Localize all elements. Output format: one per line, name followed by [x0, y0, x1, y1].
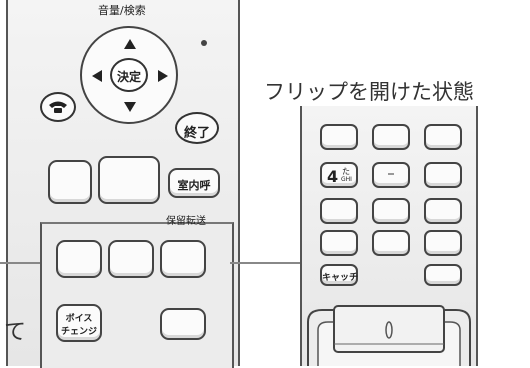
key-4-sub-top: た	[342, 167, 350, 176]
indicator-dot-icon	[201, 40, 207, 46]
catch-button[interactable]: キャッチ	[320, 264, 358, 286]
flip-hinge	[307, 305, 471, 366]
voice-change-label-line1: ボイス	[65, 314, 93, 324]
hold-transfer-label: 保留転送	[166, 216, 206, 227]
keypad-key-8[interactable]	[372, 198, 410, 224]
flip-open-caption: フリップを開けた状態	[264, 80, 474, 104]
keypad-key-6[interactable]	[424, 162, 462, 188]
voice-change-label-line2: チェンジ	[60, 327, 97, 337]
end-label: 終了	[183, 126, 210, 141]
cut-text-fragment: て	[4, 320, 27, 345]
connector-line-right	[230, 262, 300, 264]
keypad-key-7[interactable]	[320, 198, 358, 224]
lower-key-3[interactable]	[160, 240, 206, 278]
arrow-down-icon[interactable]	[124, 102, 136, 112]
keypad-key-star[interactable]	[320, 230, 358, 256]
arrow-left-icon[interactable]	[92, 70, 102, 82]
keypad-key-extra[interactable]	[424, 264, 462, 286]
voice-change-button[interactable]: ボイス チェンジ	[56, 304, 102, 342]
key-4-main: 4	[327, 167, 339, 186]
connector-line-left	[0, 262, 40, 264]
decide-button[interactable]: 決定	[110, 58, 148, 92]
keypad-key-4[interactable]: 4 た GHI	[320, 162, 358, 188]
intercom-button[interactable]: 室内呼	[168, 168, 220, 198]
left-soft-key[interactable]	[48, 160, 92, 204]
intercom-label: 室内呼	[177, 179, 211, 192]
lower-key-1[interactable]	[56, 240, 102, 278]
navigation-pad[interactable]: 決定	[80, 26, 178, 124]
arrow-up-icon[interactable]	[124, 39, 136, 49]
keypad-key-1[interactable]	[320, 124, 358, 150]
keypad-key-3[interactable]	[424, 124, 462, 150]
talk-button[interactable]	[40, 92, 76, 122]
keypad-key-2[interactable]	[372, 124, 410, 150]
volume-search-label: 音量/検索	[98, 4, 146, 17]
lower-key-2[interactable]	[108, 240, 154, 278]
decide-label: 決定	[116, 70, 141, 84]
lower-key-5[interactable]	[160, 308, 206, 340]
keypad-key-hash[interactable]	[424, 230, 462, 256]
keypad-key-0[interactable]	[372, 230, 410, 256]
arrow-right-icon[interactable]	[158, 70, 168, 82]
center-soft-key[interactable]	[98, 156, 160, 204]
handset-icon	[49, 101, 67, 113]
keypad-key-5[interactable]	[372, 162, 410, 188]
end-button[interactable]: 終了	[175, 112, 219, 144]
catch-label: キャッチ	[322, 273, 359, 283]
keypad-key-9[interactable]	[424, 198, 462, 224]
key-5-nub	[388, 173, 394, 175]
key-4-sub-bottom: GHI	[341, 176, 352, 183]
